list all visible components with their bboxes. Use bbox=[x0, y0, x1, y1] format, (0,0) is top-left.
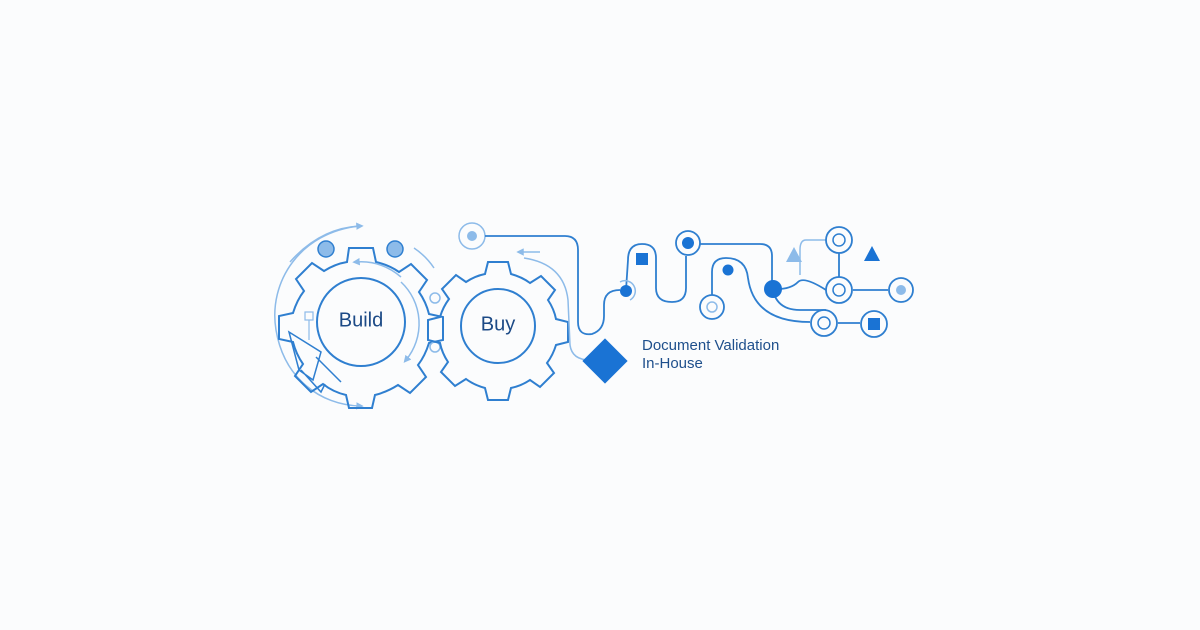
triangle-icon bbox=[786, 247, 802, 262]
caption-line-2: In-House bbox=[642, 355, 703, 372]
triangle-icon bbox=[864, 246, 880, 261]
diamond-icon bbox=[582, 338, 628, 384]
outer-cycle-arrow bbox=[274, 225, 364, 410]
node-circle-icon bbox=[386, 240, 404, 258]
square-icon bbox=[636, 253, 648, 265]
buy-label: Buy bbox=[480, 313, 516, 336]
caption: Document Validation In-House bbox=[642, 337, 779, 373]
buy-gear-icon bbox=[427, 261, 569, 401]
build-gear-icon bbox=[278, 247, 444, 409]
build-label: Build bbox=[338, 309, 384, 332]
node-circle-icon bbox=[317, 240, 335, 258]
caption-line-1: Document Validation bbox=[642, 337, 780, 354]
